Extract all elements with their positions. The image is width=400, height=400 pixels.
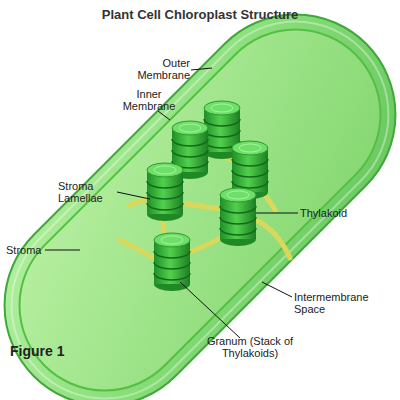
diagram-title: Plant Cell Chloroplast Structure <box>0 7 400 22</box>
part-label: Intermembrane Space <box>294 291 384 315</box>
leader-line <box>117 192 150 199</box>
leader-line <box>262 282 292 297</box>
part-label: Outer Membrane <box>128 57 190 81</box>
leader-lines <box>45 68 298 338</box>
leader-line <box>180 282 240 338</box>
figure-caption: Figure 1 <box>10 343 64 359</box>
leader-line <box>191 68 212 70</box>
lamella <box>256 220 290 258</box>
grana <box>147 101 268 291</box>
granum-stack <box>220 188 256 246</box>
granum-stack <box>154 233 190 291</box>
leader-line <box>256 213 298 214</box>
leader-line <box>158 111 170 120</box>
part-label: Inner Membrane <box>118 88 180 112</box>
part-label: Thylakoid <box>300 207 370 219</box>
leader-line <box>45 250 80 251</box>
part-label: Stroma Lamellae <box>58 180 118 204</box>
part-label: Stroma <box>6 244 56 256</box>
granum-stack <box>147 163 183 221</box>
part-label: Granum (Stack of Thylakoids) <box>190 335 310 359</box>
